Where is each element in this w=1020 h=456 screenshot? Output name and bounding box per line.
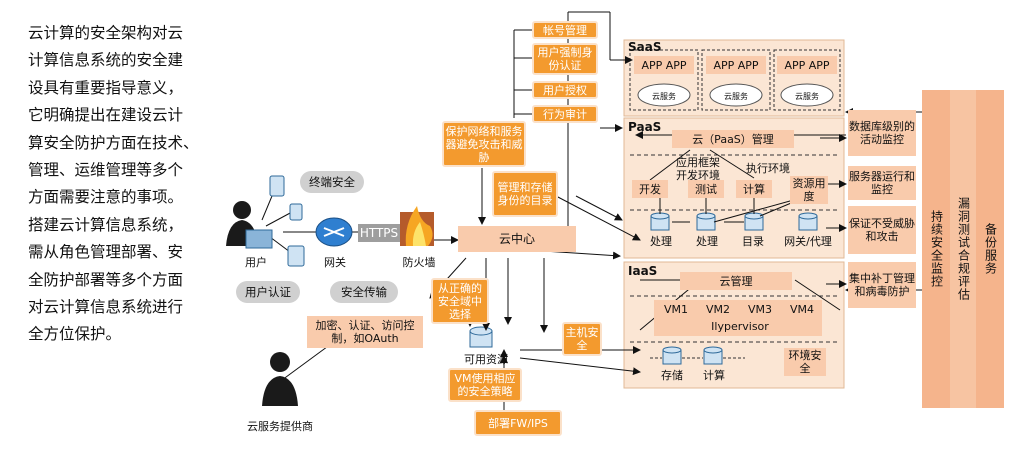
intro-line: 搭建云计算信息系统， <box>28 215 184 234</box>
deploy-fw-box: 部署FW/IPS <box>474 410 562 436</box>
intro-text: 云计算的安全架构对云 计算信息系统的安全建 设具有重要指导意义， 它明确提出在建… <box>28 20 224 349</box>
backup-label: 备份服务 <box>983 223 998 275</box>
intro-line: 全方位保护。 <box>28 325 122 344</box>
app-label: APP <box>641 58 663 72</box>
app-label: APP <box>737 58 759 72</box>
storage-label: 存储 <box>661 368 683 382</box>
develop-box: 开发 <box>632 180 668 198</box>
vm-policy-box: VM使用相应的安全策略 <box>448 368 522 402</box>
intro-line: 方面需要注意的事项。 <box>28 188 184 207</box>
encryption-note: 加密、认证、访问控制，如OAuth <box>307 316 423 348</box>
audit-box: 行为审计 <box>532 105 598 123</box>
intro-line: 云计算的安全架构对云 <box>28 24 184 42</box>
firewall-label: 防火墙 <box>402 255 436 269</box>
app-label: APP <box>808 58 830 72</box>
gateway-router-icon <box>315 217 353 247</box>
saas-app-pair: APP APP <box>634 56 694 74</box>
firewall-icon <box>400 206 434 246</box>
app-framework-label: 应用框架 <box>676 155 720 169</box>
test-box: 测试 <box>688 180 724 198</box>
app-label: APP <box>665 58 687 72</box>
saas-title: SaaS <box>628 39 662 54</box>
paas-database-icons <box>469 212 818 365</box>
intro-line: 全防护部署等多个方面 <box>28 270 184 289</box>
app-label: APP <box>784 58 806 72</box>
continuous-monitoring-label: 持续安全监控 <box>929 210 944 288</box>
server-monitoring-note: 服务器运行和监控 <box>848 166 916 200</box>
iaas-mgmt-box: 云管理 <box>680 272 792 290</box>
resource-usage-box: 资源用度 <box>790 176 828 204</box>
vm-label: VM3 <box>747 302 772 316</box>
paas-mgmt-box: 云（PaaS）管理 <box>672 130 794 148</box>
strong-auth-box: 用户强制身份认证 <box>532 43 598 75</box>
patch-antivirus-note: 集中补丁管理和病毒防护 <box>848 262 916 308</box>
intro-line: 需从角色管理部署、安 <box>28 243 184 262</box>
secure-domain-box: 从正确的安全域中选择 <box>431 278 489 324</box>
threat-protection-note: 保证不受威胁和攻击 <box>848 206 916 254</box>
account-mgmt-box: 帐号管理 <box>532 21 598 39</box>
cloud-service-icons <box>637 83 834 107</box>
iaas-title: IaaS <box>628 263 658 278</box>
hypervisor-label: Ilypervisor <box>711 319 769 333</box>
vulnerability-strip <box>950 90 976 408</box>
user-label: 用户 <box>245 255 267 269</box>
user-device-icons <box>269 175 305 267</box>
intro-line: 设具有重要指导意义， <box>28 78 184 97</box>
https-label: HTTPS <box>358 224 400 242</box>
identity-mgmt-box: 管理和存储身份的目录 <box>492 171 558 217</box>
exec-env-label: 执行环境 <box>746 161 790 175</box>
saas-app-pair: APP APP <box>777 56 837 74</box>
user-auth-label: 用户认证 <box>236 281 300 303</box>
vm-label: VM2 <box>705 302 730 316</box>
protect-network-box: 保护网络和服务器避免攻击和威胁 <box>442 121 526 167</box>
available-resources-label: 可用资源 <box>464 352 508 366</box>
compute-box: 计算 <box>736 180 772 198</box>
intro-line: 对云计算信息系统进行 <box>28 298 184 317</box>
directory-label: 目录 <box>742 234 764 248</box>
intro-line: 算安全防护方面在技术、 <box>28 133 199 152</box>
gateway-label: 网关 <box>324 255 346 269</box>
intro-line: 管理、运维管理等多个 <box>28 161 184 180</box>
vm-label: VM1 <box>663 302 688 316</box>
saas-app-pair: APP APP <box>706 56 766 74</box>
vulnerability-label: 漏洞测试合规评估 <box>956 197 971 301</box>
intro-line: 它明确提出在建设云计 <box>28 106 184 125</box>
backup-strip <box>976 90 1004 408</box>
paas-title: PaaS <box>628 119 662 134</box>
cloud-service-label: 云服务 <box>652 91 676 101</box>
authorization-box: 用户授权 <box>532 81 598 99</box>
dev-env-label: 开发环境 <box>676 168 720 182</box>
hypervisor-box <box>654 300 822 336</box>
intro-line: 计算信息系统的安全建 <box>28 51 184 70</box>
db-monitoring-note: 数据库级别的活动监控 <box>848 110 916 156</box>
compute-label: 计算 <box>703 368 725 382</box>
provider-label: 云服务提供商 <box>247 419 313 433</box>
gateway-proxy-label: 网关/代理 <box>784 234 832 248</box>
cloud-center-box: 云中心 <box>458 226 576 252</box>
host-security-box: 主机安全 <box>562 322 602 356</box>
vm-label: VM4 <box>789 302 814 316</box>
cloud-service-label: 云服务 <box>795 91 819 101</box>
provider-icon <box>262 352 298 406</box>
app-label: APP <box>713 58 735 72</box>
process-label: 处理 <box>696 234 718 248</box>
continuous-monitoring-strip <box>922 90 950 408</box>
secure-transport-label: 安全传输 <box>330 281 398 303</box>
saas-app-groups <box>629 49 841 111</box>
terminal-security-label: 终端安全 <box>300 171 364 193</box>
env-security-box: 环境安全 <box>784 348 826 376</box>
process-label: 处理 <box>650 234 672 248</box>
cloud-service-label: 云服务 <box>724 91 748 101</box>
